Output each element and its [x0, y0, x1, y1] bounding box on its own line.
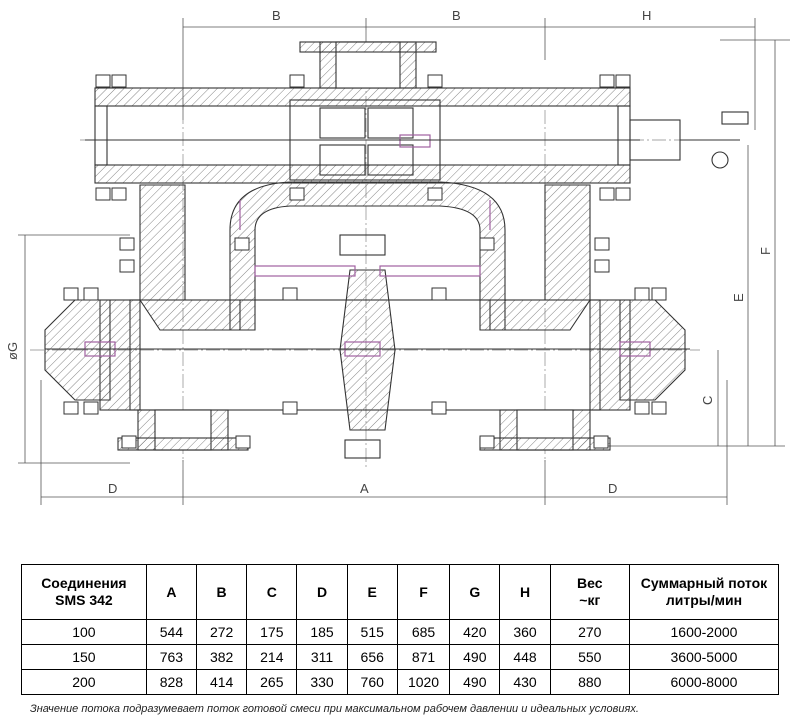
- dim-label-f: F: [758, 247, 773, 255]
- table-cell: 550: [549, 644, 630, 670]
- table-cell: 880: [549, 669, 630, 695]
- col-header-h: H: [499, 564, 551, 620]
- valve-body: [44, 41, 749, 459]
- table-row: 200 828 414 265 330 760 1020 490 430 880…: [21, 669, 780, 695]
- table-cell: 515: [346, 619, 398, 645]
- bolts: [63, 74, 667, 449]
- dim-label-e: E: [731, 293, 746, 302]
- table-cell: 448: [499, 644, 551, 670]
- col-header-a: A: [145, 564, 198, 620]
- table-row: 100 544 272 175 185 515 685 420 360 270 …: [21, 619, 780, 645]
- table-cell: 414: [196, 669, 248, 695]
- left-dimension: [18, 234, 130, 464]
- table-cell: 490: [449, 644, 501, 670]
- table-cell: 270: [549, 619, 630, 645]
- table-row: 150 763 382 214 311 656 871 490 448 550 …: [21, 644, 780, 670]
- right-dimensions: [600, 40, 785, 447]
- table-cell: 763: [145, 644, 198, 670]
- table-cell: 871: [396, 644, 451, 670]
- table-cell: 760: [346, 669, 398, 695]
- table-cell: 100: [21, 619, 147, 645]
- specification-table: Соединения SMS 342 A B C D E F G H Вес ~…: [21, 564, 780, 695]
- table-cell: 656: [346, 644, 398, 670]
- dim-label-h: H: [642, 8, 651, 23]
- col-header-weight: Вес ~кг: [549, 564, 630, 620]
- table-cell: 200: [21, 669, 147, 695]
- table-cell: 490: [449, 669, 501, 695]
- table-header-row: Соединения SMS 342 A B C D E F G H Вес ~…: [21, 564, 780, 620]
- dim-label-g: øG: [5, 342, 20, 360]
- table-cell: 214: [246, 644, 298, 670]
- dim-label-d-right: D: [608, 481, 617, 496]
- col-header-flow: Суммарный поток литры/мин: [628, 564, 780, 620]
- col-header-g: G: [449, 564, 501, 620]
- dim-label-d-left: D: [108, 481, 117, 496]
- table-cell: 330: [296, 669, 348, 695]
- table-cell: 272: [196, 619, 248, 645]
- col-header-connections: Соединения SMS 342: [21, 564, 147, 620]
- top-dimensions: [182, 18, 790, 130]
- dim-label-a: A: [360, 481, 369, 496]
- table-cell: 3600-5000: [628, 644, 780, 670]
- table-cell: 544: [145, 619, 198, 645]
- dim-label-b-right: B: [452, 8, 461, 23]
- table-cell: 1600-2000: [628, 619, 780, 645]
- col-header-c: C: [246, 564, 298, 620]
- table-cell: 185: [296, 619, 348, 645]
- table-cell: 430: [499, 669, 551, 695]
- col-header-d: D: [296, 564, 348, 620]
- table-cell: 175: [246, 619, 298, 645]
- dim-label-c: C: [700, 396, 715, 405]
- table-cell: 150: [21, 644, 147, 670]
- table-cell: 828: [145, 669, 198, 695]
- valve-cluster-drawing: B B H D A D øG F E C: [5, 8, 790, 505]
- shafts: [45, 139, 690, 350]
- table-cell: 685: [396, 619, 451, 645]
- table-cell: 360: [499, 619, 551, 645]
- table-cell: 382: [196, 644, 248, 670]
- dim-label-b-left: B: [272, 8, 281, 23]
- col-header-f: F: [396, 564, 451, 620]
- table-cell: 420: [449, 619, 501, 645]
- table-cell: 311: [296, 644, 348, 670]
- col-header-e: E: [346, 564, 398, 620]
- bottom-dimensions: [40, 380, 728, 505]
- table-cell: 1020: [396, 669, 451, 695]
- col-header-b: B: [196, 564, 248, 620]
- footnote: Значение потока подразумевает поток гото…: [30, 703, 639, 715]
- table-cell: 6000-8000: [628, 669, 780, 695]
- table-cell: 265: [246, 669, 298, 695]
